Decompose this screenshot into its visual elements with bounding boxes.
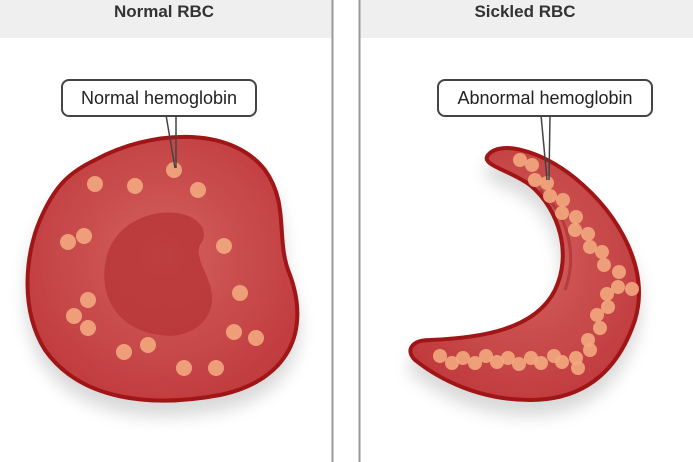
hemoglobin-dot [543, 189, 557, 203]
hemoglobin-dot [595, 245, 609, 259]
hemoglobin-dot [226, 324, 242, 340]
hemoglobin-dot [176, 360, 192, 376]
normal-rbc-center-depression [104, 212, 212, 336]
hemoglobin-dot [66, 308, 82, 324]
hemoglobin-dot [556, 193, 570, 207]
hemoglobin-dot [468, 356, 482, 370]
hemoglobin-dot [581, 227, 595, 241]
hemoglobin-dot [116, 344, 132, 360]
hemoglobin-dot [60, 234, 76, 250]
hemoglobin-dot [555, 206, 569, 220]
header-normal [0, 0, 332, 38]
hemoglobin-dot [479, 349, 493, 363]
callout-normal-hemoglobin: Normal hemoglobin [61, 79, 257, 169]
hemoglobin-dot [232, 285, 248, 301]
header-sickled [360, 0, 693, 38]
hemoglobin-dot [216, 238, 232, 254]
hemoglobin-dot [540, 176, 554, 190]
hemoglobin-dot [80, 292, 96, 308]
abnormal-hemoglobin-dots [433, 153, 639, 375]
hemoglobin-dot [568, 223, 582, 237]
hemoglobin-dot [456, 351, 470, 365]
hemoglobin-dot [600, 287, 614, 301]
hemoglobin-dot [433, 349, 447, 363]
hemoglobin-dot [601, 300, 615, 314]
hemoglobin-dot [87, 176, 103, 192]
callout-abnormal-text: Abnormal hemoglobin [457, 88, 632, 108]
hemoglobin-dot [140, 337, 156, 353]
hemoglobin-dot [208, 360, 224, 376]
hemoglobin-dot [597, 258, 611, 272]
hemoglobin-dot [166, 162, 182, 178]
hemoglobin-dot [612, 265, 626, 279]
normal-hemoglobin-dots [60, 162, 264, 376]
hemoglobin-dot [528, 173, 542, 187]
hemoglobin-dot [590, 308, 604, 322]
hemoglobin-dot [525, 158, 539, 172]
hemoglobin-dot [569, 210, 583, 224]
hemoglobin-dot [513, 153, 527, 167]
callout-abnormal-hemoglobin: Abnormal hemoglobin [437, 79, 653, 181]
hemoglobin-dot [524, 351, 538, 365]
hemoglobin-dot [625, 282, 639, 296]
title-normal-rbc: Normal RBC [114, 2, 214, 21]
hemoglobin-dot [583, 343, 597, 357]
hemoglobin-dot [127, 178, 143, 194]
callout-normal-text: Normal hemoglobin [81, 88, 237, 108]
hemoglobin-dot [76, 228, 92, 244]
hemoglobin-dot [611, 280, 625, 294]
hemoglobin-dot [490, 355, 504, 369]
hemoglobin-dot [248, 330, 264, 346]
hemoglobin-dot [583, 240, 597, 254]
hemoglobin-dot [445, 356, 459, 370]
hemoglobin-dot [571, 361, 585, 375]
title-sickled-rbc: Sickled RBC [474, 2, 575, 21]
hemoglobin-dot [501, 351, 515, 365]
hemoglobin-dot [512, 357, 526, 371]
hemoglobin-dot [547, 349, 561, 363]
hemoglobin-dot [190, 182, 206, 198]
hemoglobin-dot [80, 320, 96, 336]
hemoglobin-dot [593, 321, 607, 335]
